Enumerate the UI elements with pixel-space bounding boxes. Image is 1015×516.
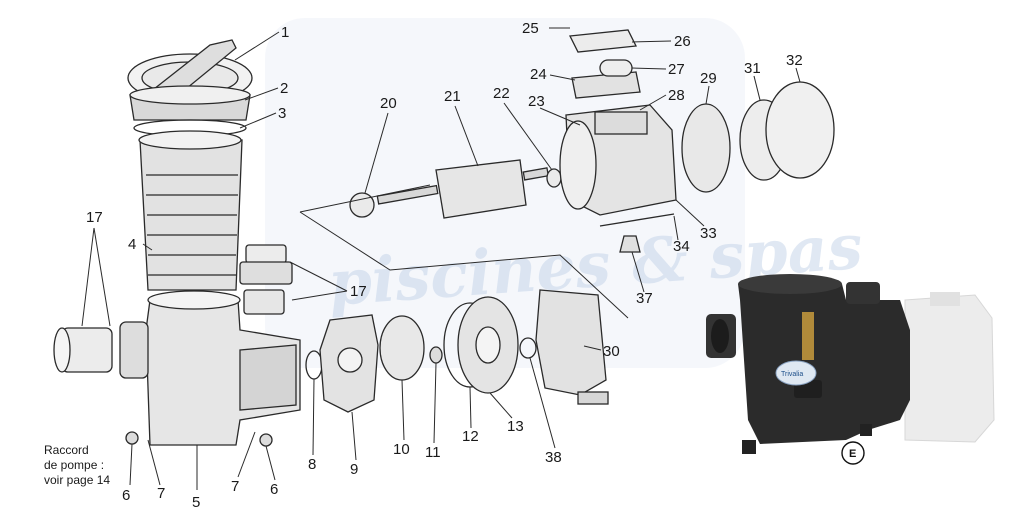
leader-lines [81,27,801,490]
bearing-part [349,192,375,218]
callout-26: 26 [674,33,691,50]
capacitor-part [599,59,633,77]
callout-32: 32 [786,52,803,69]
model-badge [841,441,865,465]
terminal-lid-part [568,29,638,53]
callout-2: 2 [280,80,288,97]
tie-rod-part [599,213,675,227]
fan-cover-part [765,81,835,179]
seal-plate-part [443,296,519,394]
fitting-note: Raccord de pompe : voir page 14 [44,443,110,488]
callout-4: 4 [128,236,136,253]
note-line-3: voir page 14 [44,473,111,487]
brand-logo-icon [775,360,817,386]
callout-11: 11 [425,444,441,461]
callout-27: 27 [668,61,685,78]
callout-6-left: 6 [122,487,130,504]
callout-5: 5 [192,494,200,511]
rotor-part [376,159,550,219]
callout-25: 25 [522,20,539,37]
drain-plug-left-part [125,431,139,445]
brand-logo-text: Trivalia [781,371,803,378]
callout-23: 23 [528,93,545,110]
lid-nut-part [129,85,251,121]
note-line-1: Raccord [44,443,89,457]
callout-8: 8 [308,456,316,473]
callout-7-left: 7 [157,485,165,502]
callout-22: 22 [493,85,510,102]
union-left-part [53,321,149,379]
callout-3: 3 [278,105,286,122]
callout-34: 34 [673,238,690,255]
bearing-22-part [546,168,562,188]
callout-33: 33 [700,225,717,242]
callout-29: 29 [700,70,717,87]
callout-10: 10 [393,441,410,458]
callout-7-right: 7 [231,478,239,495]
callout-38: 38 [545,449,562,466]
diffuser-part [319,314,379,413]
callout-28: 28 [668,87,685,104]
callout-21: 21 [444,88,461,105]
callout-1: 1 [281,24,289,41]
callout-6-right: 6 [270,481,278,498]
callout-37: 37 [636,290,653,307]
impeller-part [379,315,425,381]
seal-part [429,346,443,364]
callout-17-top: 17 [350,283,367,300]
bolt-part [619,235,641,253]
callout-20: 20 [380,95,397,112]
oring-38-part [519,337,537,359]
basket-part [138,130,243,291]
note-line-2: de pompe : [44,458,105,472]
motor-housing-part [559,104,677,216]
callout-labels: 1 2 3 4 5 6 6 7 7 8 9 10 11 12 13 17 17 … [86,20,803,511]
flange-part [535,289,609,405]
callout-31: 31 [744,60,761,77]
callout-12: 12 [462,428,479,445]
pump-body-part [145,290,301,446]
model-badge-label: E [849,448,856,460]
drain-plug-right-part [259,433,273,447]
callout-17-left: 17 [86,209,103,226]
callout-30: 30 [603,343,620,360]
pump-photo: Trivalia E [706,274,995,465]
callout-9: 9 [350,461,358,478]
callout-13: 13 [507,418,524,435]
union-top-part [239,244,293,315]
end-cover-part [681,103,731,193]
callout-24: 24 [530,66,547,83]
